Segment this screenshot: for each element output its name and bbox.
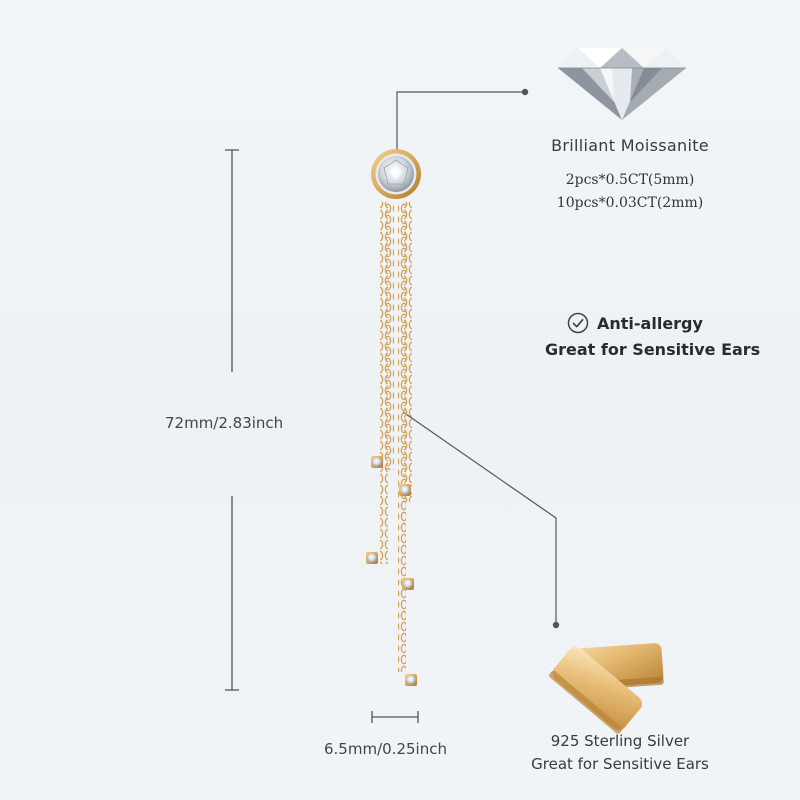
gem-name: Brilliant Moissanite <box>551 136 709 155</box>
anti-allergy-title: Anti-allergy <box>597 313 703 333</box>
anti-allergy-row: Anti-allergy <box>567 312 775 334</box>
material-line-2: Great for Sensitive Ears <box>531 755 709 773</box>
gem-spec-line-1: 2pcs*0.5CT(5mm) <box>565 172 695 188</box>
material-leader-line <box>402 411 560 629</box>
earring-chains <box>380 202 412 672</box>
earring-stud <box>371 149 421 199</box>
width-label: 6.5mm/0.25inch <box>324 740 447 758</box>
width-dimension-line <box>371 711 419 723</box>
check-circle-icon <box>567 312 589 334</box>
chain-stones <box>366 456 417 686</box>
length-dimension-line <box>225 149 239 691</box>
gem-spec-line-2: 10pcs*0.03CT(2mm) <box>556 195 704 211</box>
material-line-1: 925 Sterling Silver <box>550 732 690 750</box>
anti-allergy-subtitle: Great for Sensitive Ears <box>545 340 761 359</box>
moissanite-gem-icon <box>558 48 686 120</box>
length-label: 72mm/2.83inch <box>165 414 284 432</box>
anti-allergy-feature: Anti-allergy Great for Sensitive Ears <box>545 312 775 359</box>
gem-leader-line <box>396 88 529 160</box>
gold-plate-icon <box>549 643 664 734</box>
